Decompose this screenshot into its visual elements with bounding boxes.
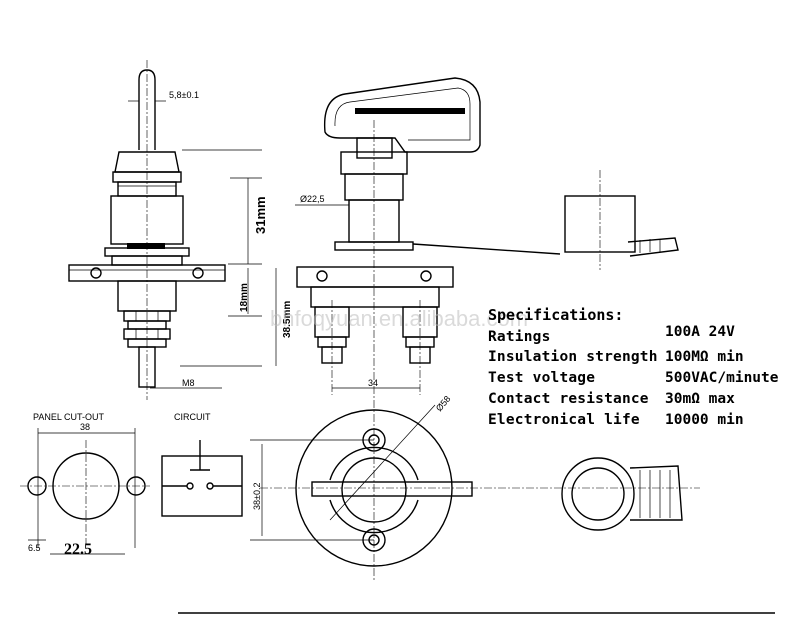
spec-value-ratings: 100A 24V [665, 324, 735, 340]
spec-label-insulation: Insulation strength [488, 349, 658, 365]
dim-diameter-22-5: Ø22,5 [300, 194, 325, 204]
spec-label-ratings: Ratings [488, 329, 551, 345]
label-circuit: CIRCUIT [174, 412, 211, 422]
circuit-diagram [161, 440, 243, 517]
dim-cutout-width: 38 [80, 422, 90, 432]
side-view-left [68, 60, 277, 400]
watermark: bhfoqyuan.en.alibaba.com [270, 306, 528, 331]
front-view [178, 400, 775, 614]
spec-label-test-voltage: Test voltage [488, 370, 595, 386]
dim-thread: M8 [182, 378, 195, 388]
dim-center-dia: 22.5 [64, 541, 92, 558]
panel-cutout-view [20, 428, 150, 555]
spec-title: Specifications: [488, 306, 623, 324]
dim-diameter-58: Ø58 [434, 394, 453, 413]
spec-label-contact-resistance: Contact resistance [488, 391, 649, 407]
dim-height-31: 31mm [253, 196, 268, 234]
label-panel-cutout: PANEL CUT-OUT [33, 412, 105, 422]
dim-shaft-width: 5,8±0.1 [169, 90, 199, 100]
spec-value-contact-resistance: 30mΩ max [665, 391, 735, 407]
spec-value-insulation: 100MΩ min [665, 349, 744, 365]
dim-hole-dia: 6.5 [28, 543, 41, 553]
spec-label-electronical-life: Electronical life [488, 412, 640, 428]
spec-value-test-voltage: 500VAC/minute [665, 370, 779, 386]
dim-height-38-5: 38.5mm [282, 301, 293, 338]
spec-value-electronical-life: 10000 min [665, 412, 744, 428]
dim-height-18: 18mm [239, 283, 250, 312]
side-view-right [295, 77, 679, 400]
dim-terminal-spacing: 34 [368, 378, 378, 388]
dim-hole-spacing: 38±0.2 [252, 483, 262, 510]
specifications-block: Specifications: Ratings 100A 24V Insulat… [488, 306, 779, 428]
